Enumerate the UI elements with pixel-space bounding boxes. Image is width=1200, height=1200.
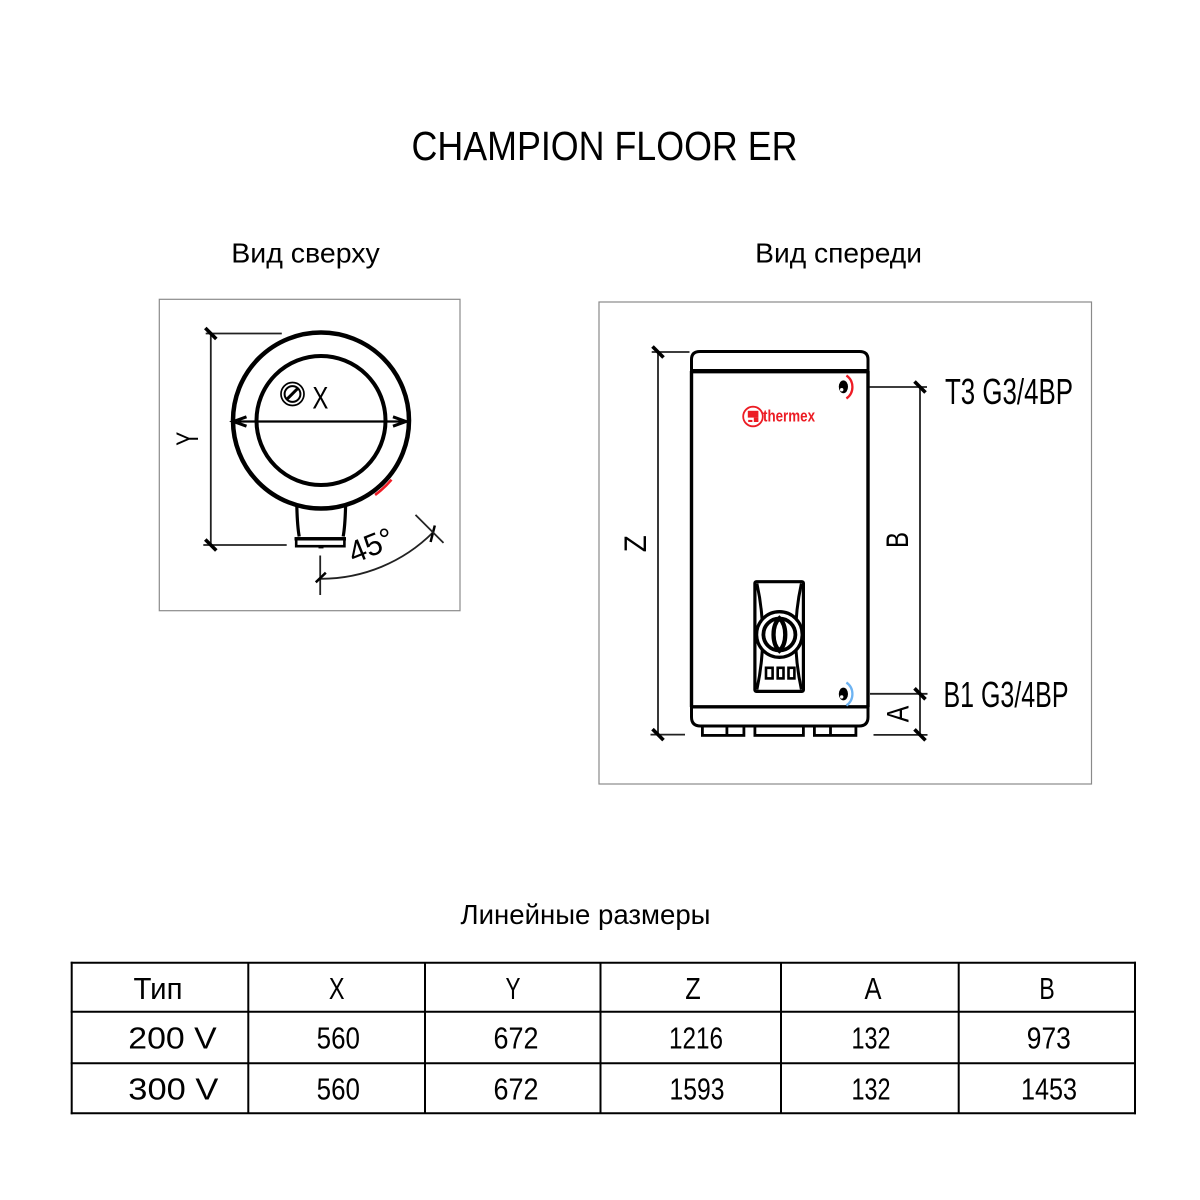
svg-text:560: 560 (317, 1072, 360, 1107)
svg-text:A: A (879, 706, 915, 723)
svg-text:Y: Y (169, 432, 205, 446)
svg-text:1453: 1453 (1021, 1072, 1077, 1107)
svg-text:200 V: 200 V (128, 1021, 217, 1056)
svg-text:X: X (312, 379, 328, 415)
svg-text:560: 560 (317, 1021, 360, 1056)
svg-text:Тип: Тип (134, 971, 183, 1006)
svg-text:132: 132 (852, 1021, 891, 1056)
svg-text:thermex: thermex (763, 407, 815, 426)
svg-text:Вид спереди: Вид спереди (755, 237, 922, 268)
svg-text:672: 672 (494, 1021, 539, 1056)
svg-text:Линейные размеры: Линейные размеры (461, 899, 711, 930)
svg-text:Вид сверху: Вид сверху (231, 237, 380, 268)
svg-text:B1 G3/4BP: B1 G3/4BP (944, 674, 1069, 715)
svg-text:1593: 1593 (670, 1072, 725, 1107)
svg-text:Z: Z (685, 971, 701, 1006)
svg-text:300 V: 300 V (128, 1072, 218, 1107)
svg-text:132: 132 (852, 1072, 891, 1107)
svg-text:B: B (1039, 971, 1055, 1006)
svg-text:T3 G3/4BP: T3 G3/4BP (945, 371, 1073, 412)
svg-text:A: A (865, 971, 882, 1006)
svg-text:Y: Y (506, 971, 521, 1006)
svg-text:672: 672 (494, 1072, 539, 1107)
svg-text:1216: 1216 (669, 1021, 723, 1056)
svg-text:B: B (879, 532, 915, 548)
svg-text:973: 973 (1027, 1021, 1071, 1056)
svg-text:Z: Z (617, 535, 653, 552)
svg-text:CHAMPION FLOOR ER: CHAMPION FLOOR ER (412, 123, 798, 169)
svg-text:X: X (329, 971, 345, 1006)
